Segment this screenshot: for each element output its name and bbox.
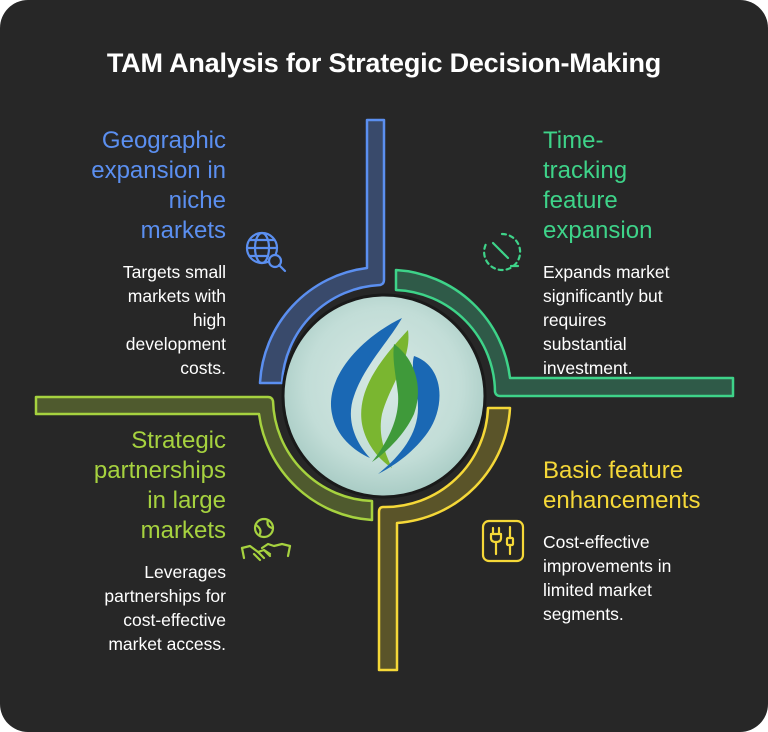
tools-icon — [481, 519, 525, 563]
handshake-globe-icon — [240, 517, 292, 562]
desc-line: significantly but — [543, 286, 663, 306]
desc-line: cost-effective — [123, 610, 226, 630]
band-bottom-left — [34, 395, 374, 522]
desc-line: development — [125, 334, 226, 354]
heading-top-left: Geographic expansion in niche markets — [40, 126, 226, 246]
desc-line: partnerships for — [104, 586, 226, 606]
heading-line: Strategic — [131, 427, 226, 454]
heading-line: Time- — [543, 127, 604, 154]
page-title: TAM Analysis for Strategic Decision-Maki… — [106, 48, 662, 78]
desc-line: markets with — [127, 286, 226, 306]
band-top-left — [258, 118, 386, 385]
stopwatch-icon — [483, 232, 522, 272]
heading-line: in large — [147, 487, 226, 514]
heading-line: markets — [140, 517, 226, 544]
heading-bottom-right: Basic feature enhancements — [543, 456, 753, 516]
heading-line: expansion in — [91, 157, 226, 184]
heading-line: partnerships — [93, 457, 226, 484]
heading-bottom-left: Strategic partnerships in large markets — [40, 426, 226, 546]
desc-line: investment. — [543, 358, 633, 378]
desc-line: requires — [543, 310, 607, 330]
desc-top-right: Expands market significantly but require… — [543, 260, 743, 380]
desc-bottom-left: Leverages partnerships for cost-effectiv… — [40, 560, 226, 656]
desc-line: substantial — [543, 334, 627, 354]
globe-search-icon — [245, 231, 287, 273]
desc-line: Expands market — [543, 262, 670, 282]
desc-line: Targets small — [122, 262, 226, 282]
desc-line: segments. — [543, 604, 624, 624]
heading-line: Basic feature — [543, 457, 684, 484]
heading-line: markets — [140, 217, 226, 244]
desc-line: limited market — [543, 580, 652, 600]
desc-top-left: Targets small markets with high developm… — [40, 260, 226, 380]
desc-line: high — [192, 310, 226, 330]
heading-top-right: Time- tracking feature expansion — [543, 126, 743, 246]
desc-line: market access. — [108, 634, 226, 654]
band-top-right — [394, 268, 735, 398]
heading-line: niche — [168, 187, 226, 214]
band-bottom-right — [377, 406, 512, 672]
heading-line: feature — [543, 187, 618, 214]
swirl-logo-icon — [330, 318, 440, 474]
heading-line: Geographic — [101, 127, 226, 154]
desc-line: costs. — [180, 358, 226, 378]
desc-line: improvements in — [543, 556, 672, 576]
desc-line: Leverages — [144, 562, 226, 582]
desc-line: Cost-effective — [543, 532, 650, 552]
heading-line: enhancements — [543, 487, 701, 514]
heading-line: tracking — [543, 157, 628, 184]
desc-bottom-right: Cost-effective improvements in limited m… — [543, 530, 753, 626]
heading-line: expansion — [543, 217, 653, 244]
